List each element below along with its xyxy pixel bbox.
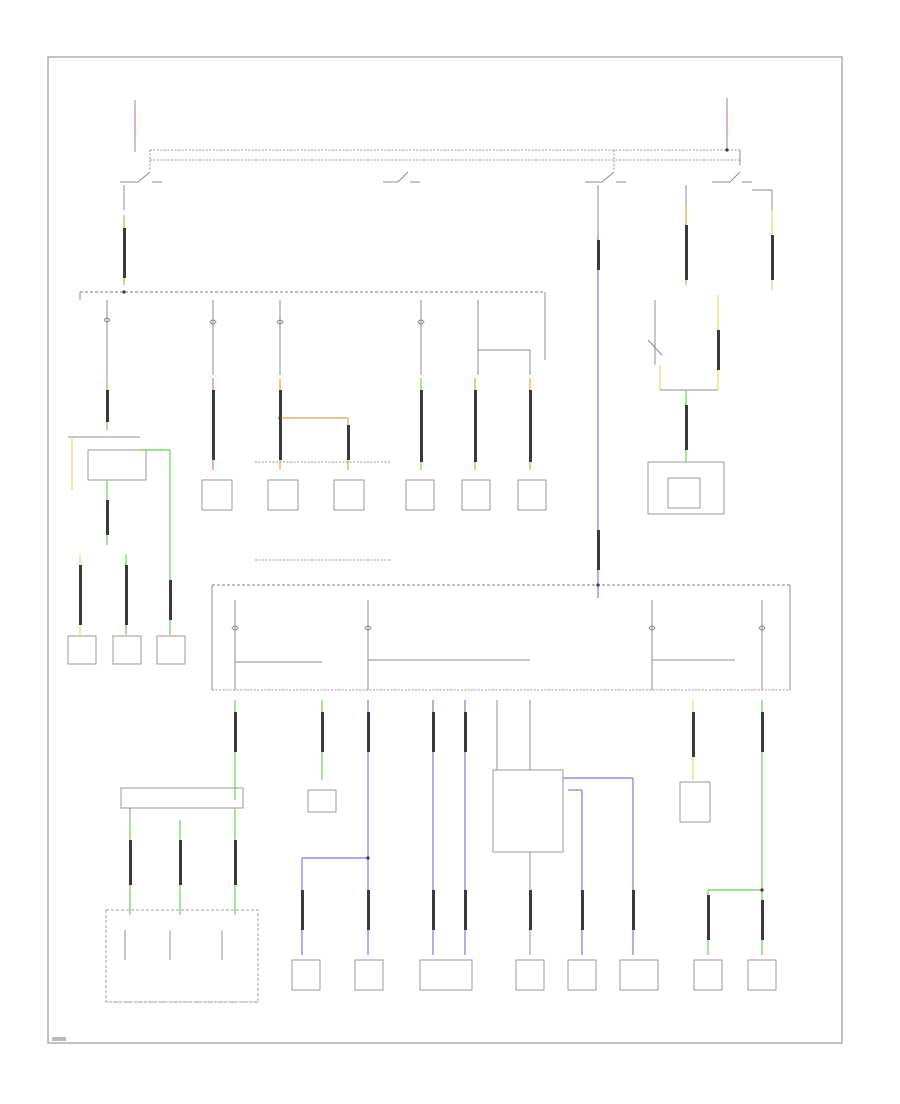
fuse-upper-3	[276, 300, 284, 375]
ignition-switch-contact-2	[383, 171, 420, 183]
fuse-lower-3	[648, 600, 656, 690]
ignition-switch-contact-4	[685, 171, 773, 210]
fuse-upper-2	[209, 300, 217, 375]
module-lower-center	[492, 769, 564, 853]
ignition-switch-contact-1	[120, 150, 162, 210]
fuse-upper-1	[103, 300, 111, 380]
component-lower-relay-box	[307, 789, 337, 813]
component-upper-6	[517, 479, 547, 511]
component-bottom-5	[567, 959, 597, 991]
component-bottom-6	[619, 959, 659, 991]
component-upper-4	[405, 479, 435, 511]
component-bottom-2	[354, 959, 384, 991]
component-upper-1	[201, 479, 233, 511]
module-left	[87, 449, 147, 481]
component-bottom-7	[693, 959, 723, 991]
component-left-3	[156, 635, 186, 665]
module-right-upper	[647, 461, 725, 515]
fuse-lower-1	[231, 600, 239, 690]
fuse-lower-2	[364, 600, 372, 690]
component-lower-right-box	[679, 781, 711, 823]
component-bottom-3	[419, 959, 473, 991]
component-upper-2	[267, 479, 299, 511]
fuse-upper-4	[417, 300, 425, 375]
footer-tag	[52, 1037, 66, 1041]
ignition-switch-contact-3	[585, 150, 626, 235]
component-group-lower-left	[105, 909, 259, 1003]
splice-top-right	[725, 148, 729, 152]
component-bottom-8	[747, 959, 777, 991]
relay-upper	[477, 300, 531, 375]
component-bottom-1	[291, 959, 321, 991]
fuse-lower-4	[758, 600, 766, 690]
component-upper-5	[461, 479, 491, 511]
component-bottom-4	[515, 959, 545, 991]
module-lower-left	[120, 787, 244, 809]
component-left-2	[112, 635, 142, 665]
diagram-frame	[47, 56, 843, 1044]
relay-switch-right	[647, 339, 663, 356]
component-left-1	[67, 635, 97, 665]
component-upper-3	[333, 479, 365, 511]
